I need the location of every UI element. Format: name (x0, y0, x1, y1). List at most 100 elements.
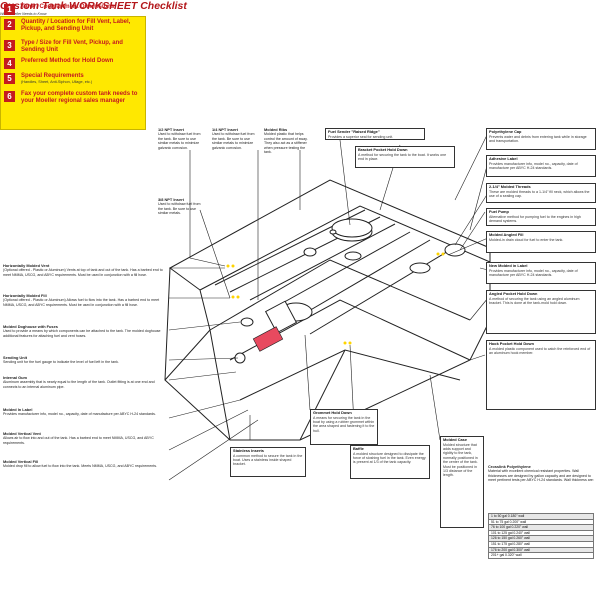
callout-text: Allows air to flow into and out of the t… (3, 436, 154, 445)
callout-title: Bracket Pocket Hold Down (358, 147, 408, 152)
callout-text: A method of securing the tank using an a… (489, 296, 580, 305)
callout-text: Sending unit for the fuel gauge to indic… (3, 360, 119, 365)
callout-title: Sending Unit (3, 356, 27, 360)
callout-text: Molded-in drain cloud for fuel to enter … (489, 237, 564, 242)
checklist-sublabel: (Handles, Sheet, Anti-Siphon, Ullage, et… (21, 80, 93, 84)
callout-molded-ribs: Molded Ribs Molded plastic that helps co… (264, 128, 312, 188)
callout-quarter-npt: 1/4 NPT Insert Used to withdraw fuel fro… (212, 128, 256, 188)
callout-title: Fuel Sender "Raised Ridge" (328, 129, 380, 134)
worksheet-subtitle: What Moeller Needs to Know (0, 12, 47, 16)
callout-title: Hook Pocket Hold Down (489, 341, 534, 346)
callout-title: Molded Case (443, 437, 467, 442)
wall-thickness-table: 1 to 50 gal 0.180" wall 51 to 75 gal 0.2… (488, 513, 594, 559)
callout-title: 3/8 NPT Insert (158, 198, 184, 202)
callout-text: Molded structure that adds support and r… (443, 442, 478, 478)
table-row: 201+ gal 0.320" wall (488, 552, 594, 559)
callout-title: Baffle (353, 446, 364, 451)
checklist-number: 3 (4, 40, 15, 51)
callout-text: Molded drop fill to allow fuel to flow i… (3, 464, 157, 469)
callout-text: A means for securing the tank in the boa… (313, 415, 375, 433)
callout-molded-label: Molded In Label Provides manufacturer in… (3, 408, 168, 422)
callout-text: Provides manufacturer info, model no., c… (3, 412, 156, 417)
callout-title: Horizontally Molded Vent (3, 264, 50, 268)
callout-title: Molded Vertical Vent (3, 432, 41, 436)
callout-text: Molded plastic that helps control the am… (264, 132, 308, 155)
callout-doghouse: Molded Doghouse with Fuses Used to provi… (3, 325, 168, 347)
callout-text: A molded structure designed to dissipate… (353, 451, 426, 465)
callout-text: Used to withdraw fuel from the tank. Be … (158, 132, 201, 150)
callout-text: These are molded threads to a 1-1/4" fil… (489, 189, 590, 198)
callout-fuel-pump: Fuel Pump Alternative method for pumping… (486, 208, 596, 226)
callout-internal-gum: Internal Gum Aluminum assembly that is n… (3, 376, 168, 398)
callout-angled-fill: Molded Angled Fill Molded-in drain cloud… (486, 231, 596, 253)
callout-stainless-inserts: Stainless Inserts A common method to sec… (230, 447, 306, 477)
callout-text: A common method to secure the tank in th… (233, 453, 303, 467)
callout-text: Provides manufacturer info, model no., c… (489, 161, 578, 170)
checklist-item: 1 Tank / Compartment Dimensions (4, 4, 139, 15)
callout-text: (Optional offered - Plastic or Aluminum)… (3, 298, 160, 307)
checklist-item: 3 Type / Size for Fill Vent, Pickup, and… (4, 40, 139, 54)
callout-title: Angled Pocket Hold Down (489, 291, 538, 296)
callout-text: Provides manufacturer info, model no., c… (489, 268, 578, 277)
checklist-number: 4 (4, 58, 15, 69)
checklist-label: Tank / Compartment Dimensions (21, 4, 115, 10)
callout-text: Material with excellent chemical resista… (488, 469, 594, 483)
callout-title: Fuel Pump (489, 209, 509, 214)
callout-text: Prevents water and debris from entering … (489, 134, 587, 143)
callout-text: Aluminum assembly that is nearly equal t… (3, 380, 155, 389)
callout-three-eighths-npt: 3/8 NPT Insert Used to withdraw fuel fro… (158, 198, 202, 246)
callout-title: Internal Gum (3, 376, 27, 380)
callout-text: (Optional offered - Plastic or Aluminum)… (3, 268, 163, 277)
callout-text: Used to withdraw fuel from the tank. Be … (212, 132, 255, 150)
callout-title: Grommet Hold Down (313, 410, 352, 415)
callout-new-molded-label: New Molded in Label Provides manufacture… (486, 262, 596, 284)
callout-text: A molded plastic component used to catch… (489, 346, 591, 355)
callout-title: Molded Angled Fill (489, 232, 524, 237)
callout-vertical-vent: Molded Vertical Vent Allows air to flow … (3, 432, 168, 450)
callout-raised-ridge: Fuel Sender "Raised Ridge" Provides a su… (325, 128, 425, 140)
callout-text: Alternative method for pumping fuel to t… (489, 214, 581, 223)
callout-molded-case: Molded Case Molded structure that adds s… (440, 436, 484, 528)
callout-text: Used to provide a means by which compone… (3, 329, 161, 338)
callout-title: Polyethylene Cap (489, 129, 522, 134)
callout-angled-pocket: Angled Pocket Hold Down A method of secu… (486, 290, 596, 334)
callout-text: Provides a superior seal for sending uni… (328, 134, 394, 139)
callout-text: A method for securing the tank to the bo… (358, 152, 447, 161)
checklist-item: 5 Special Requirements(Handles, Sheet, A… (4, 73, 139, 85)
checklist-label: Special Requirements (21, 73, 84, 79)
table-cell: 201+ gal 0.320" wall (488, 552, 594, 559)
callout-title: Molded Vertical Fill (3, 460, 39, 464)
checklist-item: 2 Quantity / Location for Fill Vent, Lab… (4, 19, 139, 33)
callout-title: Horizontally Molded Fill (3, 294, 47, 298)
callout-bracket-pocket: Bracket Pocket Hold Down A method for se… (355, 146, 455, 168)
callout-half-npt: 1/2 NPT Insert Used to withdraw fuel fro… (158, 128, 202, 188)
callout-text: Used to withdraw fuel from the tank. Be … (158, 202, 201, 216)
callout-hook-pocket: Hook Pocket Hold Down A molded plastic c… (486, 340, 596, 410)
callout-title: Molded Ribs (264, 128, 288, 132)
callout-horizontal-vent: Horizontally Molded Vent (Optional offer… (3, 264, 168, 286)
checklist-panel: 1 Tank / Compartment Dimensions 2 Quanti… (0, 4, 146, 130)
callout-title: Molded In Label (3, 408, 33, 412)
callout-sending-unit: Sending Unit Sending unit for the fuel g… (3, 356, 168, 370)
callout-crosslink: Crosslink Polyethylene Material with exc… (488, 465, 596, 511)
checklist-label: Quantity / Location for Fill Vent, Label… (21, 19, 131, 32)
callout-grommet: Grommet Hold Down A means for securing t… (310, 409, 378, 445)
checklist-number: 5 (4, 73, 15, 84)
callout-molded-threads: 2-1/4" Molded Threads These are molded t… (486, 183, 596, 203)
callout-title: New Molded in Label (489, 263, 528, 268)
checklist-number: 6 (4, 91, 15, 102)
callout-vertical-fill: Molded Vertical Fill Molded drop fill to… (3, 460, 168, 478)
callout-title: 1/2 NPT Insert (158, 128, 184, 132)
callout-title: Crosslink Polyethylene (488, 465, 531, 469)
checklist-number: 2 (4, 19, 15, 30)
callout-title: 2-1/4" Molded Threads (489, 184, 531, 189)
callout-baffle: Baffle A molded structure designed to di… (350, 445, 430, 479)
callout-title: Adhesive Label (489, 156, 518, 161)
checklist-number: 1 (4, 4, 15, 15)
checklist-label: Fax your complete custom tank needs to y… (21, 91, 138, 104)
callout-title: Molded Doghouse with Fuses (3, 325, 58, 329)
checklist-item: 4 Preferred Method for Hold Down (4, 58, 139, 69)
checklist-label: Type / Size for Fill Vent, Pickup, and S… (21, 40, 123, 53)
callout-poly-cap: Polyethylene Cap Prevents water and debr… (486, 128, 596, 150)
